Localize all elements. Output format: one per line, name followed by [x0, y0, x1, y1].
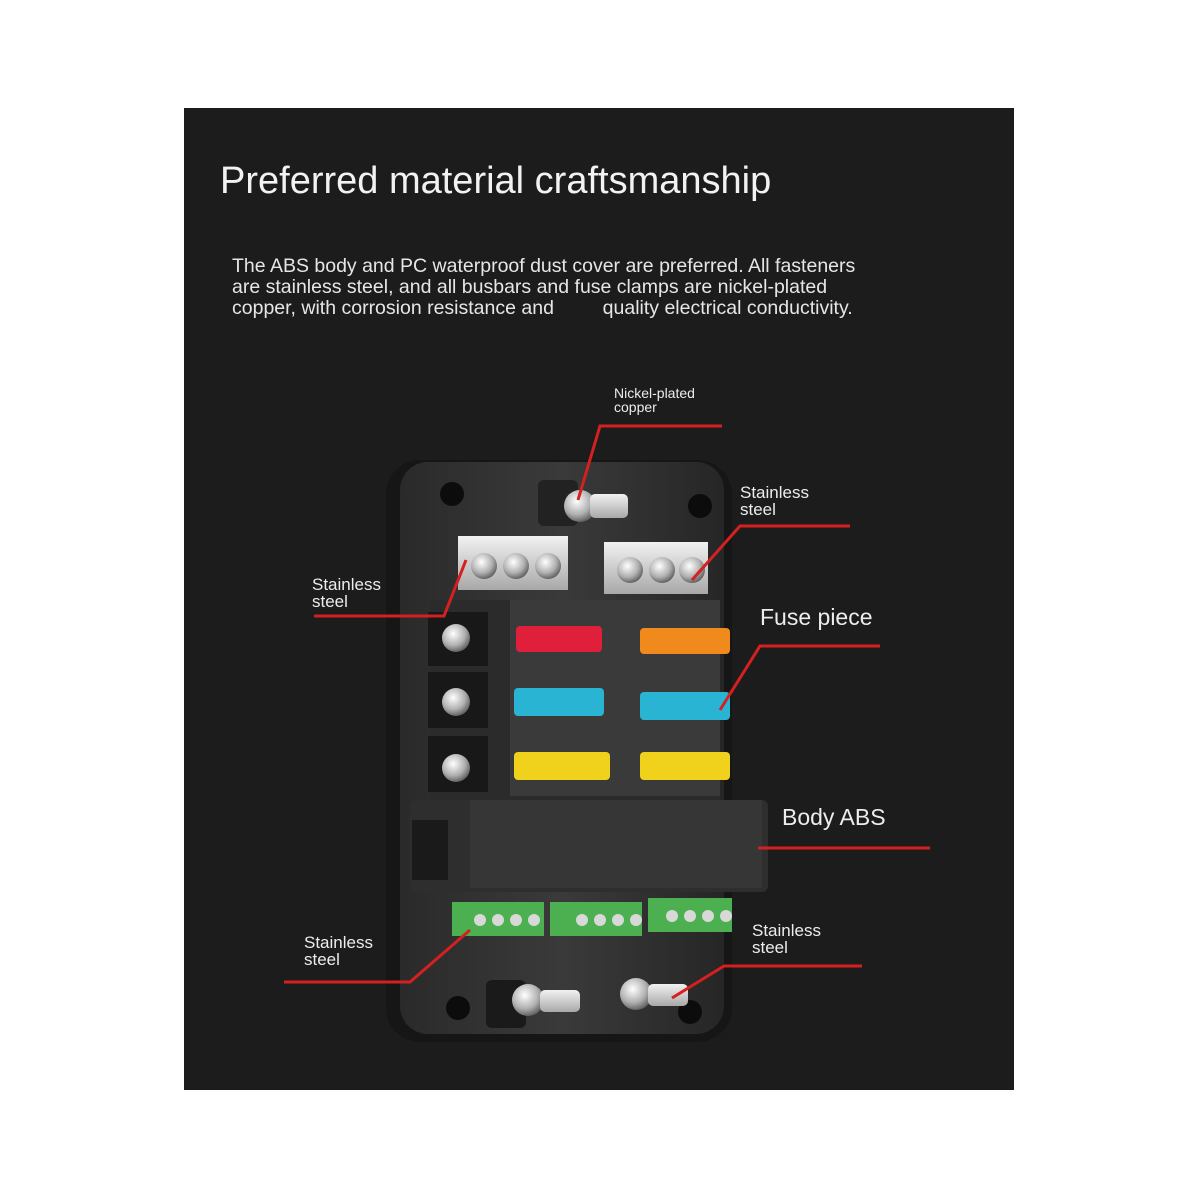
description-paragraph: The ABS body and PC waterproof dust cove… [232, 256, 932, 319]
body-abs-housing [410, 800, 768, 892]
leader-stainless-left [314, 559, 468, 618]
callout-line: steel [740, 500, 776, 519]
callout-stainless-steel-bottom-left: Stainless steel [304, 934, 373, 968]
fuse-blue-right [640, 692, 730, 720]
leader-stainless-bottom-right [671, 964, 862, 1000]
callout-line: Stainless [312, 575, 381, 594]
green-terminal-strips [452, 898, 732, 936]
top-stud-nickel-plated [538, 480, 628, 526]
callout-line: Stainless [304, 933, 373, 952]
description-line: are stainless steel, and all busbars and… [232, 276, 828, 298]
callout-line: steel [312, 592, 348, 611]
leader-stainless-bottom-left [284, 928, 471, 984]
leader-stainless-top-right [690, 524, 850, 581]
callout-body-abs: Body ABS [782, 804, 886, 830]
callout-fuse-piece: Fuse piece [760, 604, 873, 630]
fuse-red [516, 626, 602, 652]
callout-leader-lines [284, 424, 930, 1000]
page-heading: Preferred material craftsmanship [220, 160, 772, 202]
callout-line: copper [614, 399, 657, 415]
fuse-orange [640, 628, 730, 654]
fuse-yellow-left [514, 752, 610, 780]
fuse-yellow-right [640, 752, 730, 780]
callout-stainless-steel-bottom-right: Stainless steel [752, 922, 821, 956]
fuse-blue-left [514, 688, 604, 716]
left-terminal-screws [428, 612, 488, 792]
leader-nickel-plated [576, 424, 722, 501]
description-line: copper, with corrosion resistance and qu… [232, 297, 853, 319]
callout-nickel-plated-copper: Nickel-plated copper [614, 386, 695, 414]
callout-line: Stainless [740, 483, 809, 502]
bottom-studs [486, 978, 688, 1028]
callout-stainless-steel-top-right: Stainless steel [740, 484, 809, 518]
leader-fuse-piece [718, 644, 880, 711]
busbar-left [458, 536, 568, 590]
busbar-right [604, 542, 708, 594]
callout-stainless-steel-left: Stainless steel [312, 576, 381, 610]
callout-line: steel [752, 938, 788, 957]
blade-fuses [514, 626, 730, 780]
callout-line: Stainless [752, 921, 821, 940]
description-line: The ABS body and PC waterproof dust cove… [232, 255, 856, 277]
callout-line: steel [304, 950, 340, 969]
mounting-holes [440, 482, 712, 1024]
callout-line: Nickel-plated [614, 385, 695, 401]
